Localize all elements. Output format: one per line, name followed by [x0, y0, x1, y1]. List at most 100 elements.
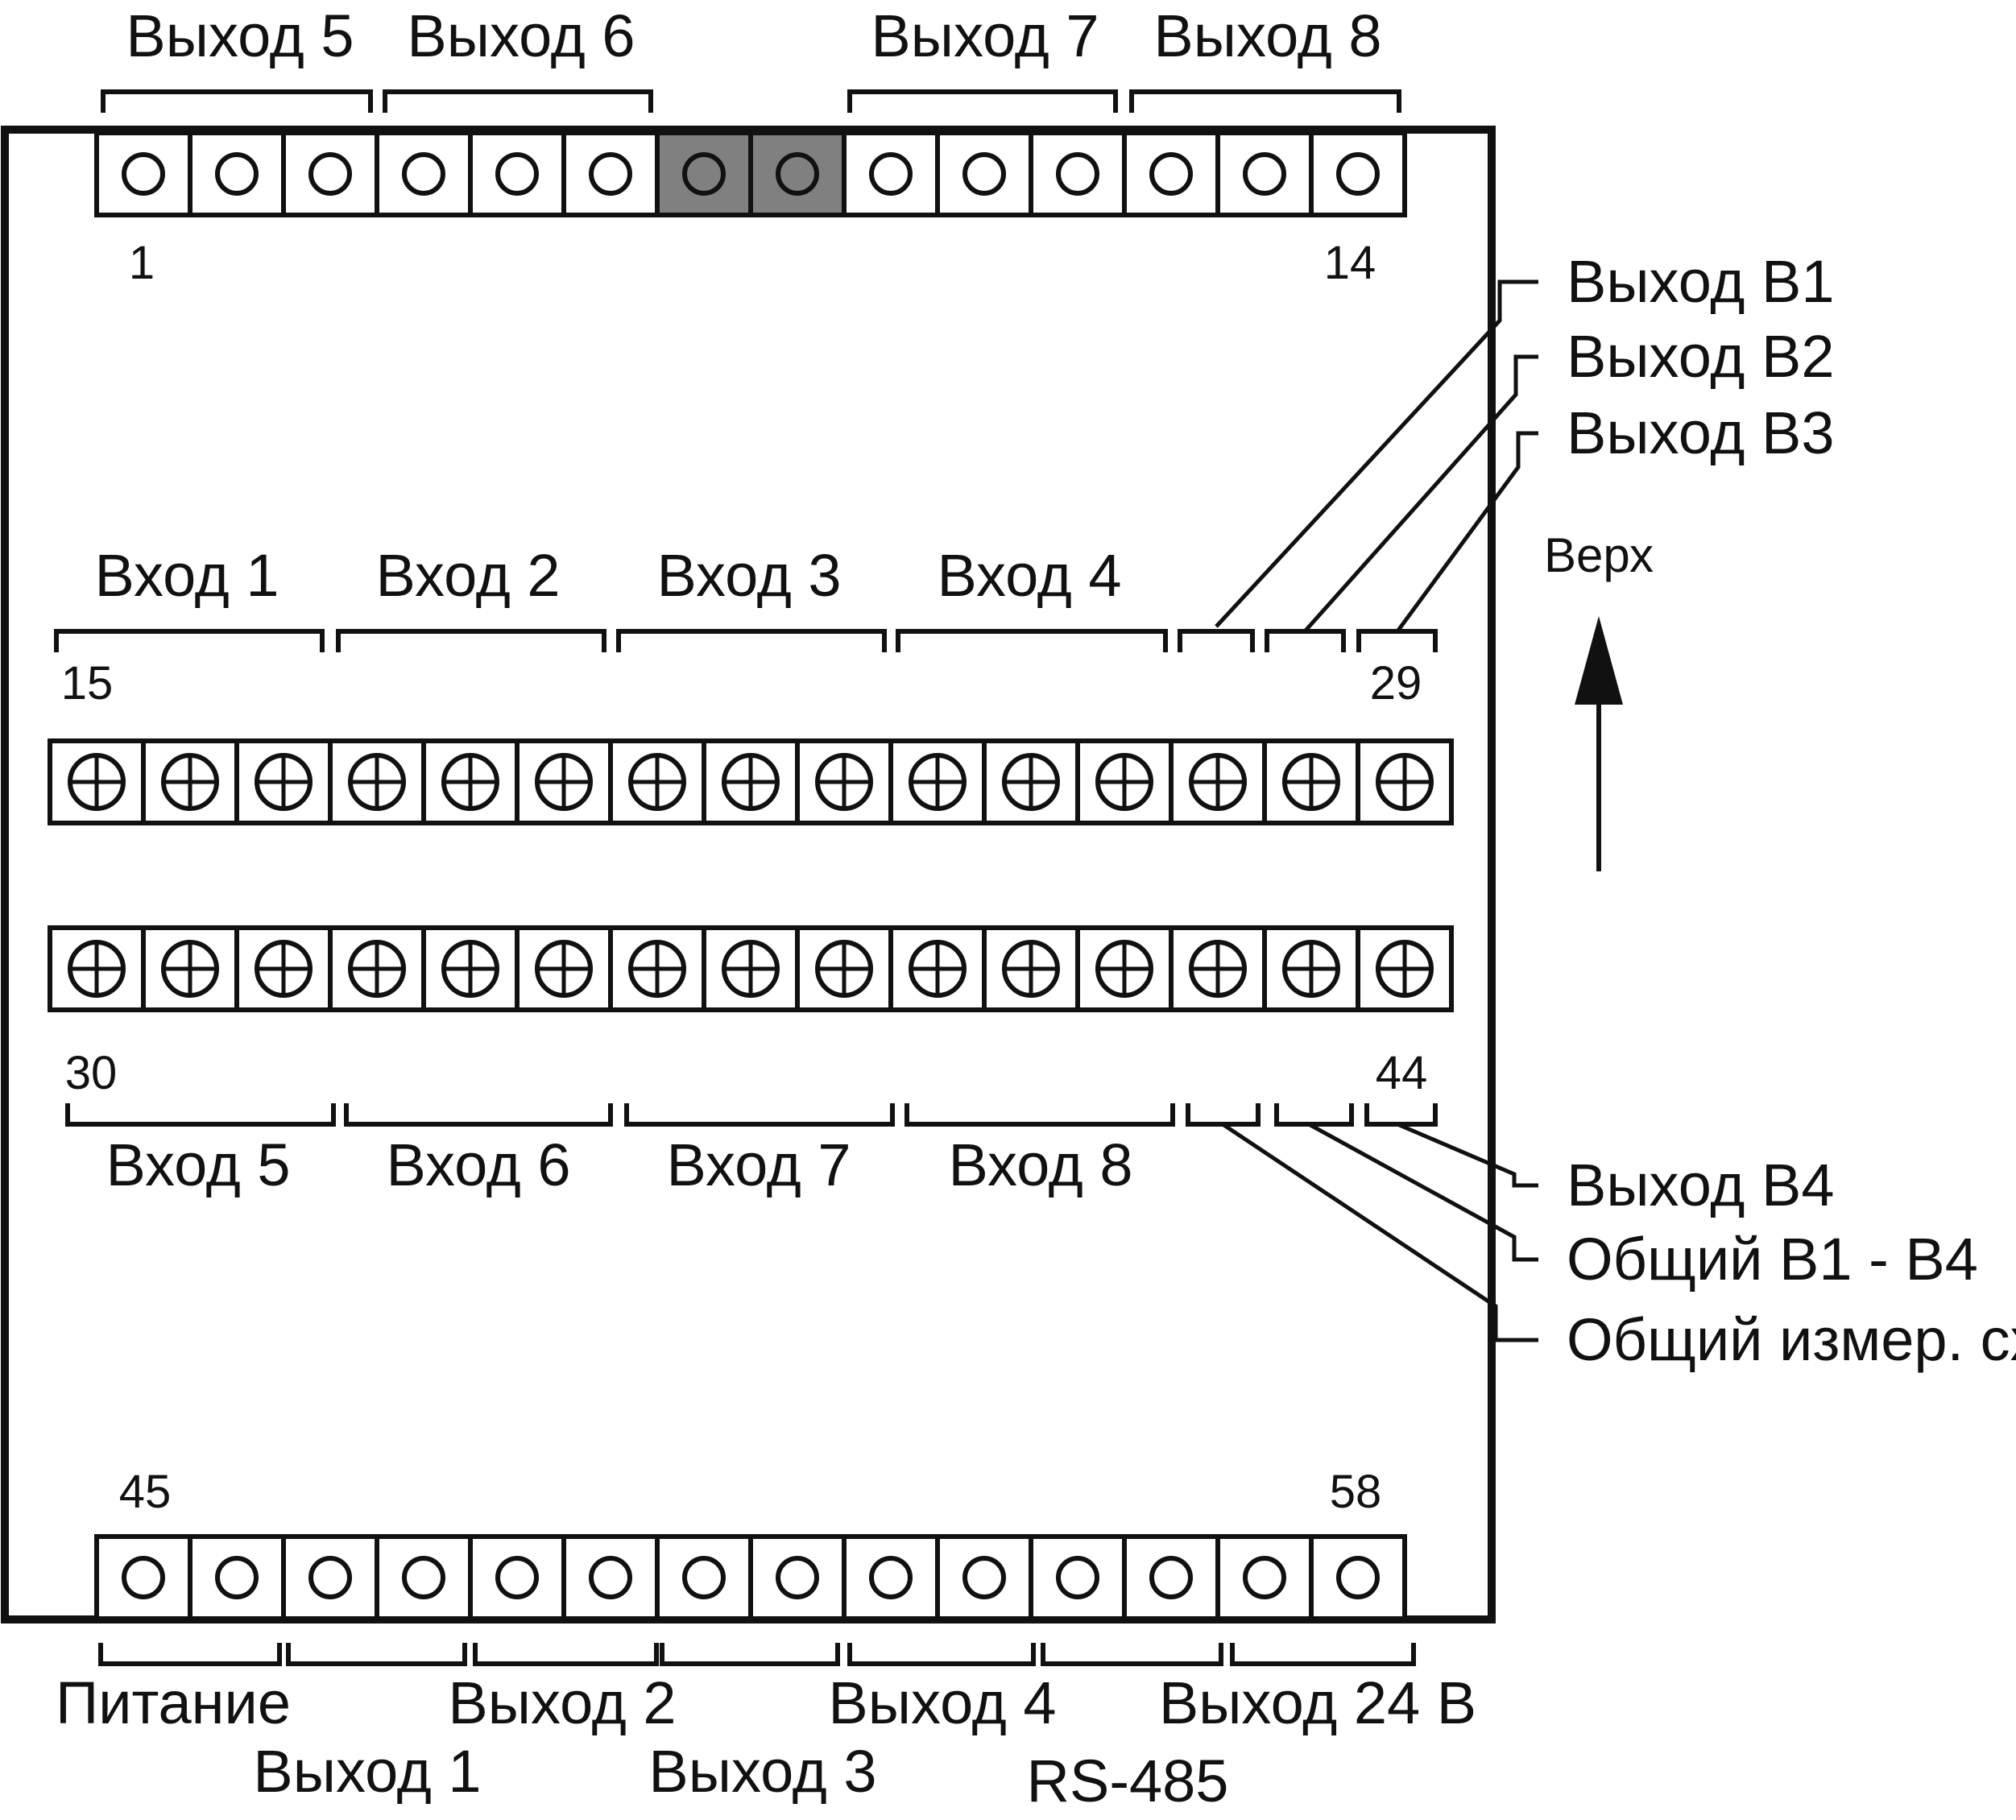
top-group-label: Выход 5	[126, 2, 354, 69]
input-group-label: Вход 7	[666, 1131, 851, 1198]
group-bracket	[336, 629, 606, 652]
group-bracket	[1265, 629, 1346, 652]
group-bracket	[847, 89, 1118, 113]
terminal-cell	[1122, 1534, 1220, 1621]
terminal-cell	[1309, 1534, 1407, 1621]
input-group-label: Вход 2	[375, 542, 560, 609]
group-bracket	[286, 1643, 467, 1666]
group-bracket	[1041, 1643, 1223, 1666]
input-group-label: Вход 1	[94, 542, 279, 609]
input-group-label: Вход 5	[106, 1131, 290, 1198]
terminal-cell	[94, 1534, 192, 1621]
terminal-cell	[1215, 130, 1314, 217]
bottom-group-label: Выход 24 В	[1159, 1669, 1476, 1736]
terminal-cell	[655, 130, 753, 217]
terminal-cell	[748, 130, 847, 217]
terminal-hole	[962, 152, 1006, 196]
terminal-number: 14	[1324, 237, 1376, 289]
callout-leaders-top	[1215, 279, 1538, 633]
terminal-cell	[188, 1534, 286, 1621]
terminal-cell	[1215, 1534, 1314, 1621]
terminal-hole	[122, 152, 165, 196]
group-brackets	[54, 89, 1438, 1666]
group-bracket	[1364, 1103, 1438, 1127]
terminal-hole	[589, 1556, 632, 1599]
terminal-cell	[94, 130, 192, 217]
terminal-cell	[842, 130, 940, 217]
terminal-cell	[1029, 130, 1127, 217]
input-group-label: Вход 8	[948, 1131, 1132, 1198]
callout-leaders-bottom	[1221, 1122, 1538, 1342]
callout-label: Выход В1	[1567, 248, 1835, 315]
terminal-number: 29	[1370, 657, 1422, 709]
terminal-cell	[1029, 1534, 1127, 1621]
terminal-hole	[122, 1556, 165, 1599]
terminal-cell	[655, 1534, 753, 1621]
callout-label: Выход В3	[1567, 399, 1835, 466]
group-bracket	[98, 1643, 282, 1666]
callout-label: Общий измер. сх.	[1567, 1306, 2016, 1373]
orientation-label: Верх	[1544, 528, 1654, 582]
terminal-cell	[468, 130, 566, 217]
terminal-hole	[1149, 152, 1193, 196]
group-bracket	[383, 89, 653, 113]
group-bracket	[847, 1643, 1036, 1666]
terminal-cell	[468, 1534, 566, 1621]
group-bracket	[1230, 1643, 1416, 1666]
terminal-cell	[375, 130, 473, 217]
terminal-hole	[308, 152, 352, 196]
terminal-hole	[776, 152, 819, 196]
bottom-group-label: Выход 3	[648, 1738, 876, 1805]
group-bracket	[660, 1643, 840, 1666]
bottom-terminal-row	[94, 1534, 1407, 1621]
terminal-number: 44	[1376, 1047, 1428, 1099]
arrow-up-icon	[1575, 616, 1623, 871]
terminal-number: 30	[65, 1047, 118, 1099]
terminal-hole	[962, 1556, 1006, 1599]
top-group-label: Выход 8	[1153, 2, 1381, 69]
terminal-hole	[589, 152, 632, 196]
group-bracket	[54, 629, 325, 652]
input-group-label: Вход 6	[386, 1131, 570, 1198]
bottom-group-label: Выход 1	[253, 1738, 481, 1805]
terminal-hole	[495, 1556, 539, 1599]
terminal-hole	[215, 152, 259, 196]
terminal-hole	[402, 152, 445, 196]
group-bracket	[624, 1103, 895, 1127]
terminal-hole	[1336, 1556, 1380, 1599]
terminal-cell	[188, 130, 286, 217]
callout-label: Общий В1 - В4	[1567, 1226, 1978, 1293]
group-bracket	[65, 1103, 336, 1127]
callout-label: Выход В2	[1567, 323, 1835, 390]
terminal-cell	[935, 1534, 1033, 1621]
terminal-hole	[215, 1556, 259, 1599]
terminal-cell	[281, 1534, 379, 1621]
lower-screw-terminal-row	[48, 925, 1454, 1012]
terminal-number: 15	[61, 657, 114, 709]
upper-screw-terminal-row	[48, 738, 1454, 825]
terminal-hole	[495, 152, 539, 196]
input-group-label: Вход 3	[656, 542, 841, 609]
terminal-hole	[1243, 1556, 1286, 1599]
group-bracket	[1274, 1103, 1354, 1127]
group-bracket	[473, 1643, 659, 1666]
terminal-cell	[748, 1534, 847, 1621]
terminal-hole	[402, 1556, 445, 1599]
terminal-cell	[281, 130, 379, 217]
terminal-number: 58	[1330, 1466, 1382, 1518]
terminal-hole	[308, 1556, 352, 1599]
terminal-number: 1	[129, 237, 155, 289]
terminal-cell	[375, 1534, 473, 1621]
terminal-hole	[1336, 152, 1380, 196]
terminal-cell	[561, 130, 660, 217]
terminal-hole	[1056, 1556, 1099, 1599]
terminal-cell	[1309, 130, 1407, 217]
terminal-hole	[682, 1556, 726, 1599]
group-bracket	[616, 629, 887, 652]
bottom-group-label: Выход 2	[448, 1669, 676, 1736]
terminal-hole	[682, 152, 726, 196]
terminal-hole	[1149, 1556, 1193, 1599]
terminal-hole	[1056, 152, 1099, 196]
terminal-hole	[869, 1556, 913, 1599]
